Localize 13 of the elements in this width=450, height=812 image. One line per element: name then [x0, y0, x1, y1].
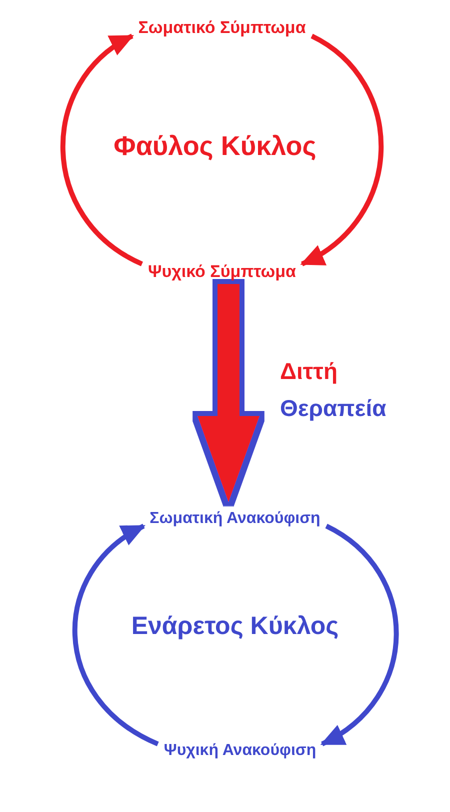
node-label: Σωματική Ανακούφιση [150, 510, 320, 528]
cycle-label: Διττή [280, 358, 338, 385]
arrow [300, 34, 384, 266]
node-label: Σωματικό Σύμπτωμα [138, 18, 306, 38]
node-label: Ψυχικό Σύμπτωμα [148, 262, 296, 282]
cycle-label: Θεραπεία [280, 395, 386, 422]
cycle-label: Φαύλος Κύκλος [114, 131, 316, 162]
arrow [320, 524, 399, 746]
cycle-label: Ενάρετος Κύκλος [131, 612, 339, 641]
arrow [60, 34, 144, 266]
arrow [198, 284, 260, 502]
node-label: Ψυχική Ανακούφιση [164, 742, 316, 760]
arrow [72, 524, 160, 746]
